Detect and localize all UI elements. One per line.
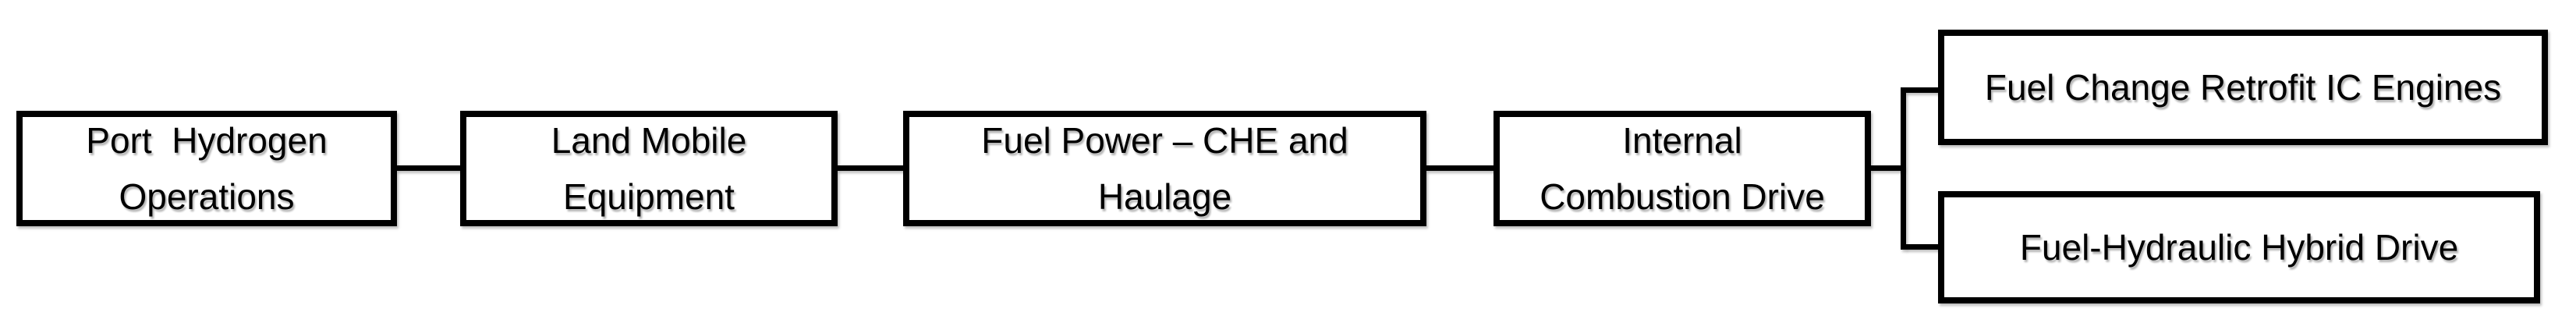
- node-label: Fuel Change Retrofit IC Engines: [1984, 67, 2502, 108]
- connector-line: [837, 165, 904, 171]
- node-fuel-hydraulic-hybrid-drive: Fuel-Hydraulic Hybrid Drive: [1938, 191, 2540, 303]
- node-fuel-power-che-and-haulage: Fuel Power – CHE and Haulage: [903, 111, 1426, 226]
- node-land-mobile-equipment: Land Mobile Equipment: [460, 111, 838, 226]
- node-label: Fuel Power – CHE and Haulage: [981, 120, 1348, 217]
- node-fuel-change-retrofit-ic-engines: Fuel Change Retrofit IC Engines: [1938, 30, 2548, 145]
- node-port-hydrogen-operations: Port Hydrogen Operations: [16, 111, 397, 226]
- node-label: Internal Combustion Drive: [1540, 120, 1825, 217]
- branch-bracket-vertical-line: [1901, 87, 1906, 250]
- connector-line: [1426, 165, 1494, 171]
- node-internal-combustion-drive: Internal Combustion Drive: [1494, 111, 1871, 226]
- node-label: Port Hydrogen Operations: [86, 120, 328, 217]
- branch-connector-bottom: [1905, 244, 1939, 250]
- node-label: Fuel-Hydraulic Hybrid Drive: [2019, 227, 2459, 268]
- branch-connector-top: [1905, 87, 1939, 93]
- node-label: Land Mobile Equipment: [551, 120, 747, 217]
- connector-line: [1870, 165, 1904, 171]
- connector-line: [396, 165, 461, 171]
